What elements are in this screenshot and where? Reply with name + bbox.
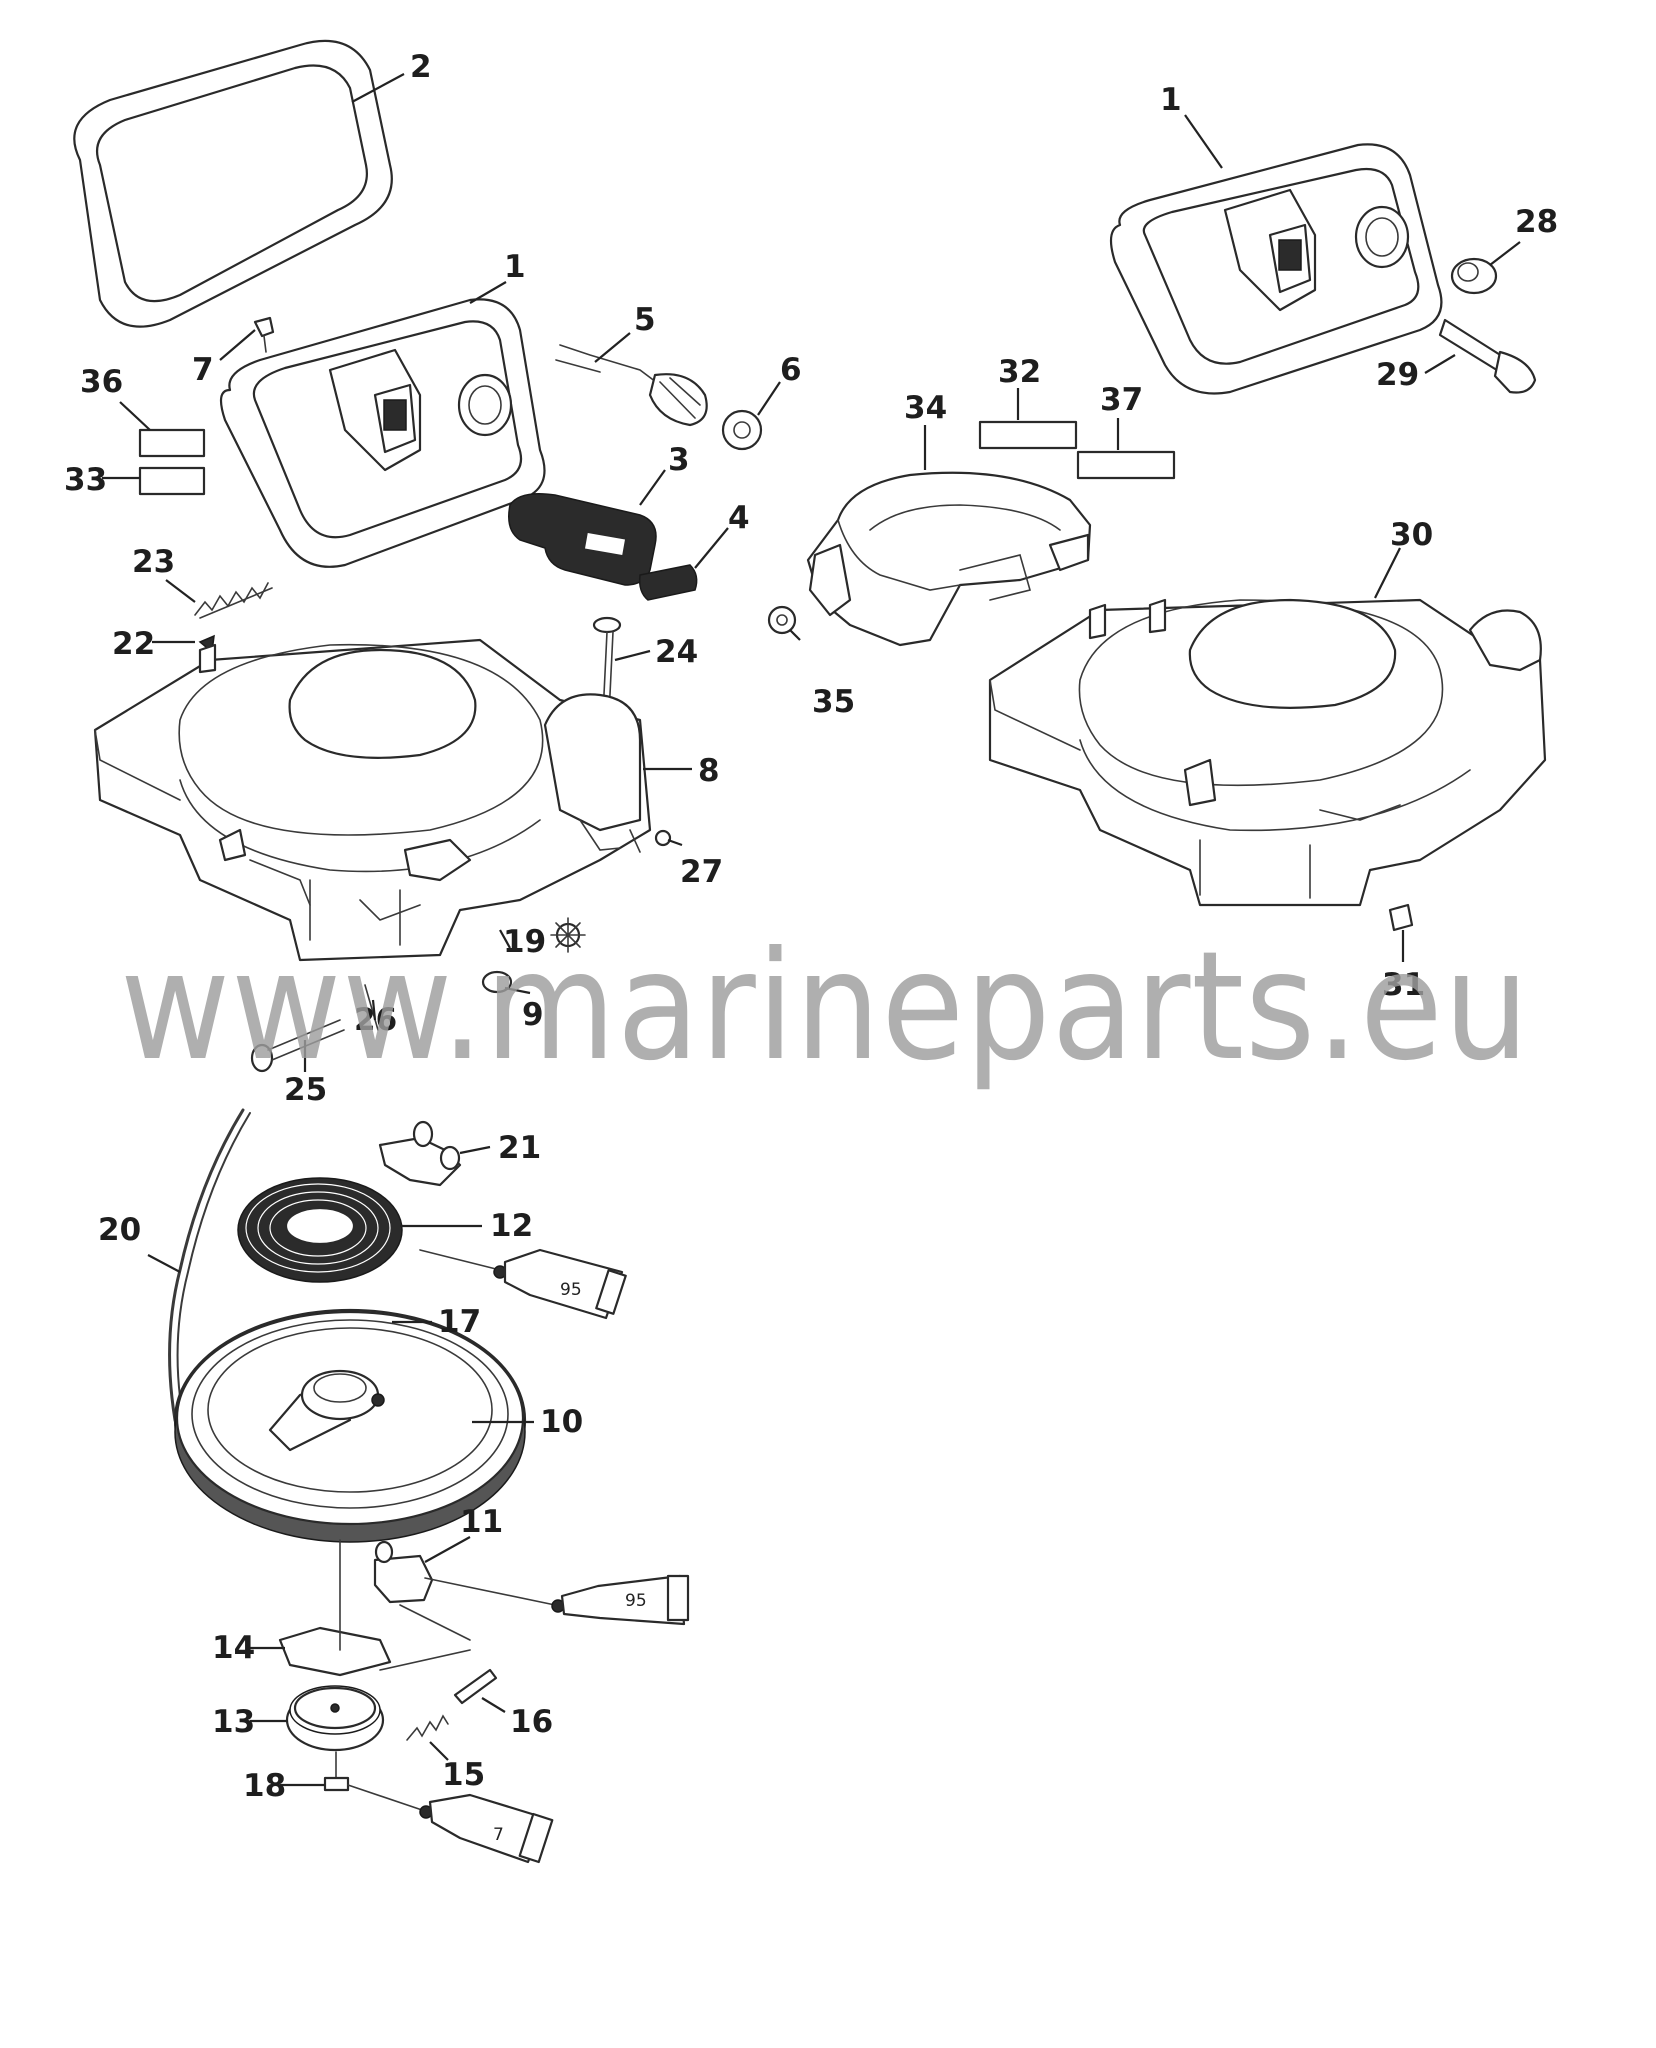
label-26: 26	[354, 1002, 397, 1038]
label-10: 10	[540, 1404, 583, 1440]
label-19: 19	[503, 924, 546, 960]
label-13: 13	[212, 1704, 255, 1740]
part-33-decal	[138, 466, 206, 496]
part-1-cover-plate-left	[219, 298, 546, 568]
label-15: 15	[442, 1757, 485, 1793]
label-1-left: 1	[504, 249, 526, 285]
label-21: 21	[498, 1130, 541, 1166]
grease-tube-7-lower: 7	[347, 1784, 554, 1864]
grease-tube-95-middle: 95	[424, 1574, 690, 1626]
part-34-recoil-cover	[806, 471, 1092, 647]
label-35: 35	[812, 684, 855, 720]
label-6: 6	[780, 352, 802, 388]
part-8-recoil-housing-left	[93, 638, 652, 962]
label-36: 36	[80, 364, 123, 400]
part-25-bolt	[250, 1019, 345, 1073]
label-5: 5	[634, 302, 656, 338]
part-number-labels: 2 1 7 36 33 5 6 3 4 23 22 24 8 27 19 9 2…	[64, 49, 1558, 1804]
part-1-cover-plate-right	[1109, 143, 1443, 395]
label-7: 7	[192, 352, 214, 388]
label-3: 3	[668, 442, 690, 478]
label-27: 27	[680, 854, 723, 890]
part-9-washer	[481, 970, 513, 994]
label-34: 34	[904, 390, 947, 426]
label-9: 9	[522, 997, 544, 1033]
part-26-pin	[364, 984, 379, 1031]
part-23-spring	[194, 582, 273, 619]
part-35-nut	[767, 605, 797, 635]
label-28: 28	[1515, 204, 1558, 240]
label-25: 25	[284, 1072, 327, 1108]
label-2: 2	[410, 49, 432, 85]
part-3-handle	[508, 493, 657, 586]
part-16-pin	[453, 1668, 498, 1705]
part-5-choke-knob	[555, 344, 708, 427]
label-37: 37	[1100, 382, 1143, 418]
label-18: 18	[243, 1768, 286, 1804]
watermark: www.marineparts.eu	[120, 920, 1530, 1094]
part-21-pawl	[378, 1120, 462, 1187]
part-15-spring	[406, 1714, 449, 1741]
label-8: 8	[698, 753, 720, 789]
part-14-plate	[278, 1539, 471, 1677]
label-30: 30	[1390, 517, 1433, 553]
tube-label-c: 7	[493, 1825, 504, 1845]
label-22: 22	[112, 626, 155, 662]
part-31-cap	[1388, 903, 1414, 932]
label-11: 11	[460, 1504, 503, 1540]
part-30-recoil-housing-right	[988, 598, 1547, 907]
part-36-decal	[138, 428, 206, 458]
part-37-decal	[1076, 450, 1176, 480]
part-6-nut	[721, 409, 763, 451]
label-33: 33	[64, 462, 107, 498]
part-7-screw	[253, 316, 275, 353]
label-29: 29	[1376, 357, 1419, 393]
label-24: 24	[655, 634, 698, 670]
part-4-insert	[638, 564, 698, 601]
part-24-bolt	[592, 616, 622, 716]
part-13-retainer	[285, 1685, 385, 1752]
label-17: 17	[438, 1304, 481, 1340]
label-12: 12	[490, 1208, 533, 1244]
tube-label-b: 95	[625, 1591, 647, 1611]
label-4: 4	[728, 500, 750, 536]
part-28-cap	[1450, 257, 1498, 295]
leader-lines	[102, 73, 1521, 1787]
tube-label-a: 95	[560, 1280, 582, 1300]
part-32-decal	[978, 420, 1078, 450]
part-18-screw	[323, 1751, 350, 1792]
label-14: 14	[212, 1630, 255, 1666]
part-10-pulley	[173, 1308, 527, 1543]
part-2-gasket	[73, 39, 393, 328]
label-23: 23	[132, 544, 175, 580]
label-32: 32	[998, 354, 1041, 390]
part-11-pawl	[373, 1540, 471, 1641]
label-20: 20	[98, 1212, 141, 1248]
label-1-right: 1	[1160, 82, 1182, 118]
grease-tube-95-upper: 95	[419, 1248, 627, 1320]
part-19-star-washer	[550, 917, 586, 953]
label-31: 31	[1382, 967, 1425, 1003]
part-27-screw	[654, 829, 672, 847]
label-16: 16	[510, 1704, 553, 1740]
part-29-knob	[1438, 318, 1537, 394]
part-12-recoil-spring	[237, 1177, 403, 1283]
